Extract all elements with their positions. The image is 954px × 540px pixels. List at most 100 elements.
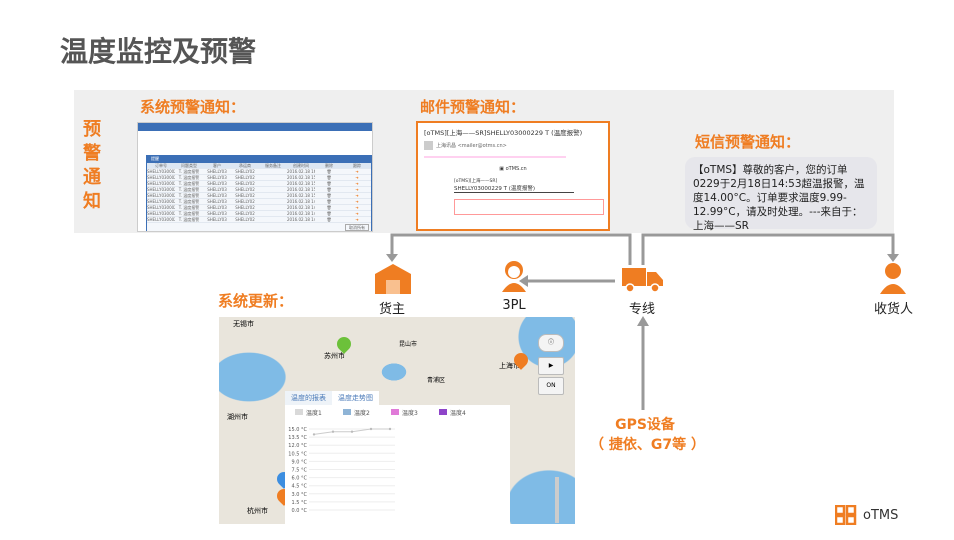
delete-icon[interactable]: 🗑 xyxy=(326,193,332,198)
table-cell: SHELLY02 xyxy=(235,181,255,186)
delete-icon[interactable]: 🗑 xyxy=(326,187,332,192)
delete-icon[interactable]: 🗑 xyxy=(326,211,332,216)
info-button[interactable]: ⓘ xyxy=(538,334,564,352)
data-point xyxy=(331,430,335,433)
table-row[interactable]: SHELLY03000227T. 温度报警SHELLY03SHELLY02201… xyxy=(147,217,371,223)
column-header: 订单号 xyxy=(155,163,167,168)
system-alert-heading: 系统预警通知： xyxy=(140,98,246,116)
column-header: 服务备注 xyxy=(265,163,281,168)
legend-label: 温度2 xyxy=(354,409,370,417)
table-cell: SHELLY03000227 xyxy=(147,205,175,210)
table-cell: 2016.02.18 15:32 xyxy=(287,175,315,180)
track-arrow-icon[interactable]: ➜ xyxy=(355,187,359,192)
track-arrow-icon[interactable]: ➜ xyxy=(355,193,359,198)
gps-examples: （ 捷依、G7等 ） xyxy=(590,437,705,453)
delete-icon[interactable]: 🗑 xyxy=(326,175,332,180)
delete-icon[interactable]: 🗑 xyxy=(326,169,332,174)
table-cell: SHELLY03 xyxy=(207,217,227,222)
legend-label: 温度4 xyxy=(450,409,466,417)
gps-device-label: GPS设备 （ 捷依、G7等 ） xyxy=(590,415,705,455)
table-cell: SHELLY03 xyxy=(207,205,227,210)
node-3pl: 3PL xyxy=(502,298,526,313)
label-char: 通 xyxy=(83,167,101,188)
table-cell: 2016.02.18 14:13 xyxy=(287,211,315,216)
table-cell: SHELLY03 xyxy=(207,211,227,216)
column-header: 问题类型 xyxy=(181,163,197,168)
warehouse-icon xyxy=(375,264,411,294)
data-point xyxy=(312,433,316,436)
column-header: 客户 xyxy=(213,163,221,168)
table-cell: 2016.02.18 16:32 xyxy=(287,169,315,174)
alert-side-label: 预 警 通 知 xyxy=(80,118,104,214)
zoom-slider[interactable] xyxy=(555,477,559,523)
page-title: 温度监控及预警 xyxy=(60,35,257,68)
track-arrow-icon[interactable]: ➜ xyxy=(355,217,359,222)
customer-service-icon xyxy=(502,261,526,292)
system-update-heading: 系统更新： xyxy=(218,292,294,310)
delete-icon[interactable]: 🗑 xyxy=(326,205,332,210)
sms-alert-heading: 短信预警通知： xyxy=(695,133,801,151)
table-row[interactable]: SHELLY03000227T. 温度报警SHELLY03SHELLY02201… xyxy=(147,211,371,217)
table-cell: SHELLY02 xyxy=(235,169,255,174)
label-char: 知 xyxy=(83,191,101,212)
arrow-line-to-receiver xyxy=(641,233,895,265)
y-tick-label: 3.0 °C xyxy=(291,492,307,498)
table-cell: 2016.02.18 15:22 xyxy=(287,181,315,186)
y-tick-label: 1.5 °C xyxy=(291,500,307,506)
table-row[interactable]: SHELLY03000227T. 温度报警SHELLY03SHELLY02201… xyxy=(147,205,371,211)
map-label: 湖州市 xyxy=(227,413,248,421)
map-label: 昆山市 xyxy=(399,341,418,348)
tab-temperature-report[interactable]: 温度的报表 xyxy=(285,391,332,405)
email-logo: ▣ oTMS.cn xyxy=(499,166,527,172)
track-arrow-icon[interactable]: ➜ xyxy=(355,181,359,186)
email-logo-text: oTMS.cn xyxy=(505,166,527,172)
table-cell: SHELLY03000227 xyxy=(147,211,175,216)
tab-temperature-trend[interactable]: 温度走势图 xyxy=(332,391,379,405)
y-tick-label: 4.5 °C xyxy=(291,484,307,490)
table-cell: 2016.02.18 14:02 xyxy=(287,217,315,222)
map-label: 上海市 xyxy=(499,362,520,370)
y-tick-label: 10.5 °C xyxy=(288,451,307,457)
column-header: 删除 xyxy=(325,163,333,168)
track-arrow-icon[interactable]: ➜ xyxy=(355,175,359,180)
track-arrow-icon[interactable]: ➜ xyxy=(355,199,359,204)
truck-icon xyxy=(622,268,663,292)
table-cell: SHELLY03 xyxy=(207,169,227,174)
table-cell: SHELLY03 xyxy=(207,187,227,192)
track-arrow-icon[interactable]: ➜ xyxy=(355,211,359,216)
cancel-all-button[interactable]: 取消所有 xyxy=(345,224,369,231)
table-cell: SHELLY03 xyxy=(207,199,227,204)
table-cell: SHELLY02 xyxy=(235,175,255,180)
data-point xyxy=(369,427,373,431)
y-tick-label: 0.0 °C xyxy=(291,508,307,514)
table-cell: T. 温度报警 xyxy=(178,205,200,210)
play-button[interactable]: ▶ xyxy=(538,357,564,375)
legend-label: 温度1 xyxy=(306,409,322,417)
email-header: [oTMS][上海——SR] xyxy=(454,179,498,184)
table-cell: 2016.02.18 14:53 xyxy=(287,199,315,204)
window-title: 提醒 xyxy=(147,156,371,163)
email-alert-heading: 邮件预警通知： xyxy=(420,98,526,116)
table-cell: SHELLY03 xyxy=(207,193,227,198)
email-sender: 上海讯昌 <mailer@otms.cn> xyxy=(436,143,507,149)
track-arrow-icon[interactable]: ➜ xyxy=(355,169,359,174)
label-char: 警 xyxy=(83,143,101,164)
delete-icon[interactable]: 🗑 xyxy=(326,217,332,222)
table-cell: SHELLY02 xyxy=(235,187,255,192)
y-tick-label: 12.0 °C xyxy=(288,443,307,449)
track-arrow-icon[interactable]: ➜ xyxy=(355,205,359,210)
table-row[interactable]: SHELLY03000228T. 温度报警SHELLY03SHELLY02201… xyxy=(147,169,371,175)
map-label: 无锡市 xyxy=(233,320,254,328)
delete-icon[interactable]: 🗑 xyxy=(326,181,332,186)
table-cell: 2016.02.18 15:12 xyxy=(287,187,315,192)
on-button[interactable]: ON xyxy=(538,377,564,395)
table-cell: SHELLY03000227 xyxy=(147,217,175,222)
delete-icon[interactable]: 🗑 xyxy=(326,199,332,204)
